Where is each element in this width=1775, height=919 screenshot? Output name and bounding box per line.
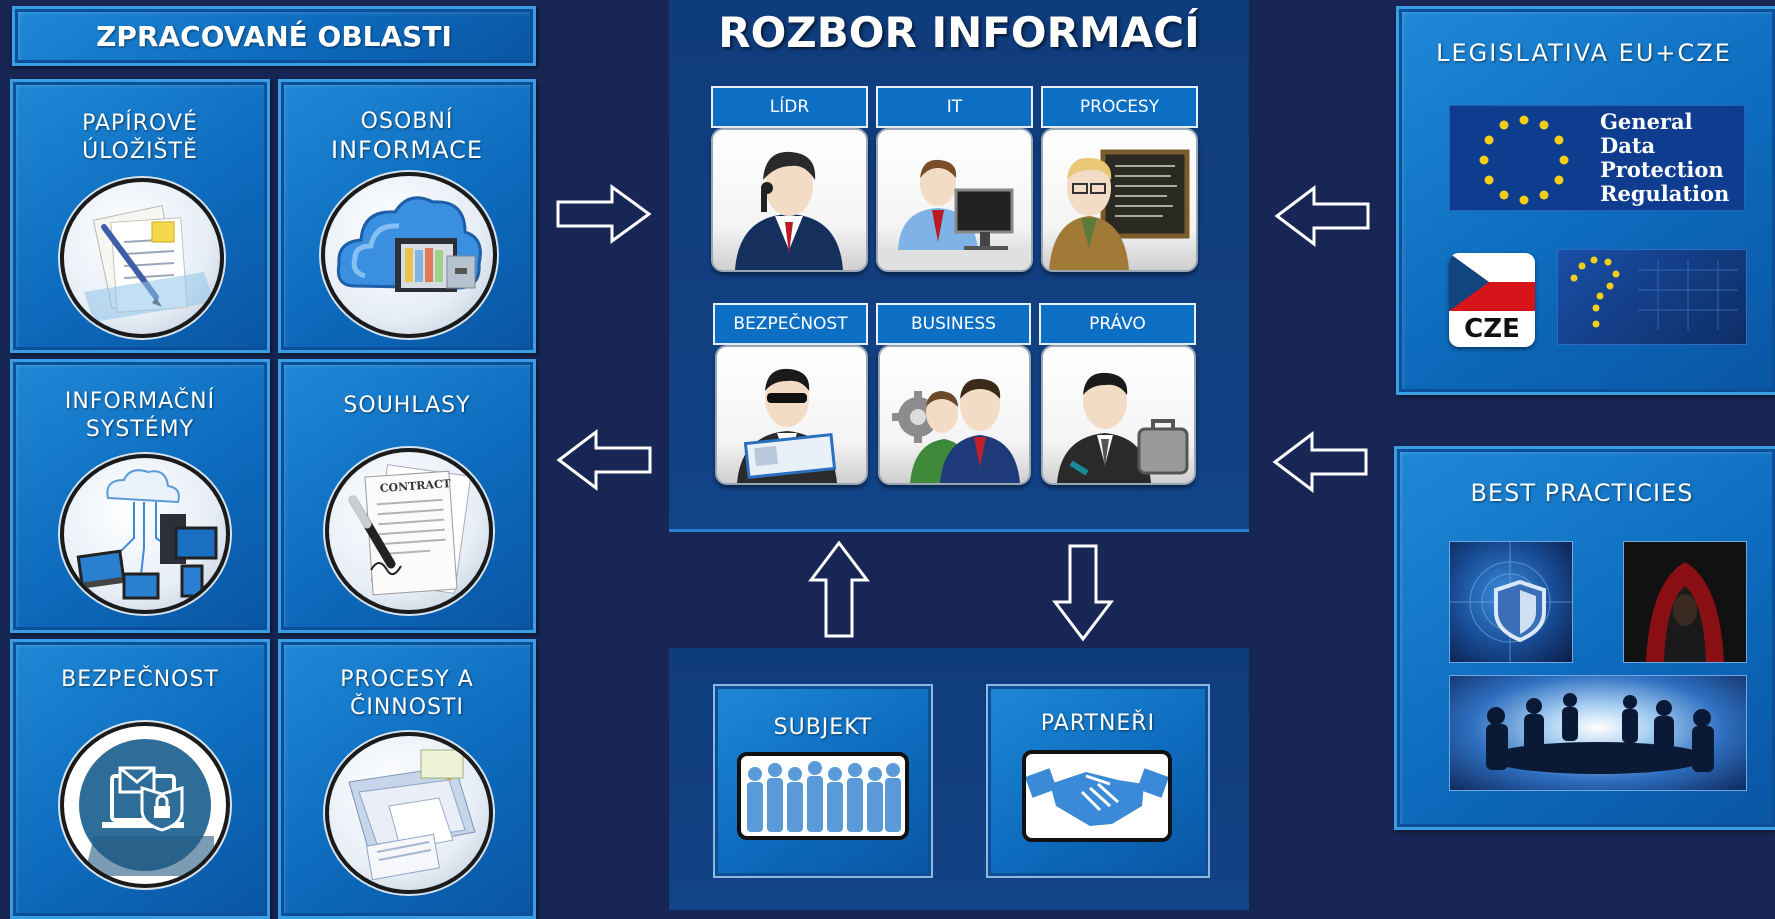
business-people-gears-icon[interactable] [878,345,1031,485]
eu-question-stars-image [1557,249,1747,345]
role-label-processes: PROCESY [1041,86,1198,128]
gdpr-text-line: General [1600,109,1693,134]
lawyer-briefcase-icon[interactable] [1041,345,1196,485]
legislation-tile[interactable]: LEGISLATIVA EU+CZE General Data Protecti… [1396,6,1775,395]
document-processing-icon [325,732,493,894]
tile-title-line: PAPÍROVÉ [82,111,198,136]
czech-flag-badge: CZE [1449,253,1535,347]
role-label-leader: LÍDR [711,86,868,128]
tile-title-line: INFORMAČNÍ [64,389,216,414]
tile-title-line: BEZPEČNOST [61,667,219,692]
legislation-title: LEGISLATIVA EU+CZE [1436,39,1732,67]
subject-title: SUBJEKT [773,715,873,740]
handshake-icon [1022,750,1172,842]
arrow-right-to-analysis [556,184,652,244]
left-header: ZPRACOVANÉ OBLASTI [12,6,536,66]
leader-person-icon[interactable] [711,128,868,272]
role-label-law: PRÁVO [1039,303,1196,345]
tile-title-line: ČINNOSTI [350,695,464,720]
paper-pen-icon [60,178,224,338]
it-person-computer-icon[interactable] [876,128,1033,272]
eu-stars-icon [1479,115,1569,205]
arrow-up-to-analysis [808,540,870,638]
tile-title-line: INFORMACE [330,136,484,164]
security-agent-icon[interactable] [715,345,868,485]
left-header-title: ZPRACOVANÉ OBLASTI [96,20,452,53]
analysis-title: ROZBOR INFORMACÍ [718,8,1200,57]
arrow-left-to-areas [556,428,652,492]
meeting-silhouettes-image [1449,675,1747,791]
gdpr-banner: General Data Protection Regulation [1449,105,1745,211]
svg-text:CONTRACT: CONTRACT [379,477,452,495]
czech-badge-label: CZE [1464,314,1520,344]
best-practices-title: BEST PRACTICIES [1470,479,1694,507]
best-practices-tile[interactable]: BEST PRACTICIES [1394,446,1775,830]
laptop-lock-mail-icon [60,722,230,888]
tile-security[interactable]: BEZPEČNOST [10,639,270,919]
tile-information-systems[interactable]: INFORMAČNÍ SYSTÉMY [10,359,270,633]
partners-title: PARTNEŘI [1040,711,1156,736]
tile-title-line: SYSTÉMY [85,417,195,442]
people-crowd-icon [737,752,909,840]
tile-title-line: OSOBNÍ [360,109,454,134]
tile-consents[interactable]: SOUHLASY CONTRACT [278,359,536,633]
cloud-file-cabinet-icon [321,172,497,338]
role-label-business: BUSINESS [876,303,1031,345]
tile-personal-information[interactable]: OSOBNÍ INFORMACE [278,79,536,353]
tile-paper-storage[interactable]: PAPÍROVÉ ÚLOŽIŠTĚ [10,79,270,353]
contract-pen-icon: CONTRACT [325,448,493,614]
cloud-network-computers-icon [60,454,230,614]
role-label-it: IT [876,86,1033,128]
arrow-down-to-partners [1052,544,1114,642]
subject-box[interactable]: SUBJEKT [713,684,933,878]
globe-shield-image [1449,541,1573,663]
partners-box[interactable]: PARTNEŘI [986,684,1210,878]
gdpr-text-line: Regulation [1600,181,1730,206]
role-label-security: BEZPEČNOST [713,303,868,345]
arrow-left-from-legislation [1274,184,1370,248]
tile-processes-activities[interactable]: PROCESY A ČINNOSTI [278,639,536,919]
hooded-hacker-image [1623,541,1747,663]
tile-title-line: SOUHLASY [343,393,471,418]
teacher-blackboard-icon[interactable] [1041,128,1198,272]
arrow-left-from-best-practices [1272,430,1368,494]
gdpr-text-line: Data [1600,133,1656,158]
tile-title-line: PROCESY A [340,667,474,692]
gdpr-text-line: Protection [1600,157,1724,182]
tile-title-line: ÚLOŽIŠTĚ [82,139,198,164]
